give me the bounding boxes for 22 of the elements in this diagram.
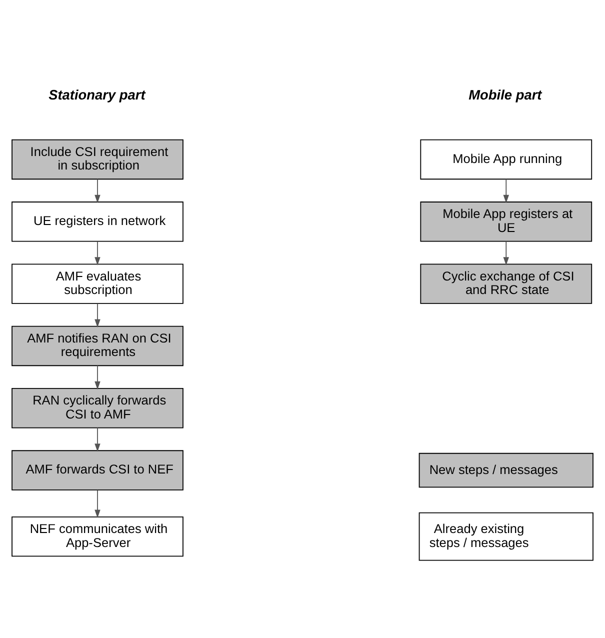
node-box: UE registers in network: [12, 202, 184, 242]
arrow: [94, 365, 100, 390]
label: Mobile part: [468, 88, 542, 103]
node-box: Include CSI requirement in subscription: [12, 139, 184, 180]
arrow: [94, 303, 100, 328]
node-box: Mobile App running: [420, 139, 592, 180]
legend-label: Already existing steps / messages: [429, 521, 529, 550]
node-box: AMF forwards CSI to NEF: [12, 450, 184, 490]
node-box: AMF notifies RAN on CSI requirements: [12, 326, 184, 366]
arrow: [503, 178, 510, 204]
arrow: [94, 427, 100, 452]
label: Stationary part: [48, 88, 146, 103]
legend-label: New steps / messages: [429, 462, 558, 478]
node-box: Cyclic exchange of CSI and RRC state: [420, 264, 592, 304]
node-box: Mobile App registers at UE: [420, 202, 592, 242]
arrow: [503, 240, 510, 266]
node-box: AMF evaluates subscription: [12, 264, 184, 304]
arrow: [94, 240, 100, 266]
arrow: [94, 490, 100, 518]
arrow: [94, 178, 100, 204]
node-box: RAN cyclically forwards CSI to AMF: [12, 388, 184, 428]
node-box: NEF communicates with App-Server: [12, 516, 184, 557]
